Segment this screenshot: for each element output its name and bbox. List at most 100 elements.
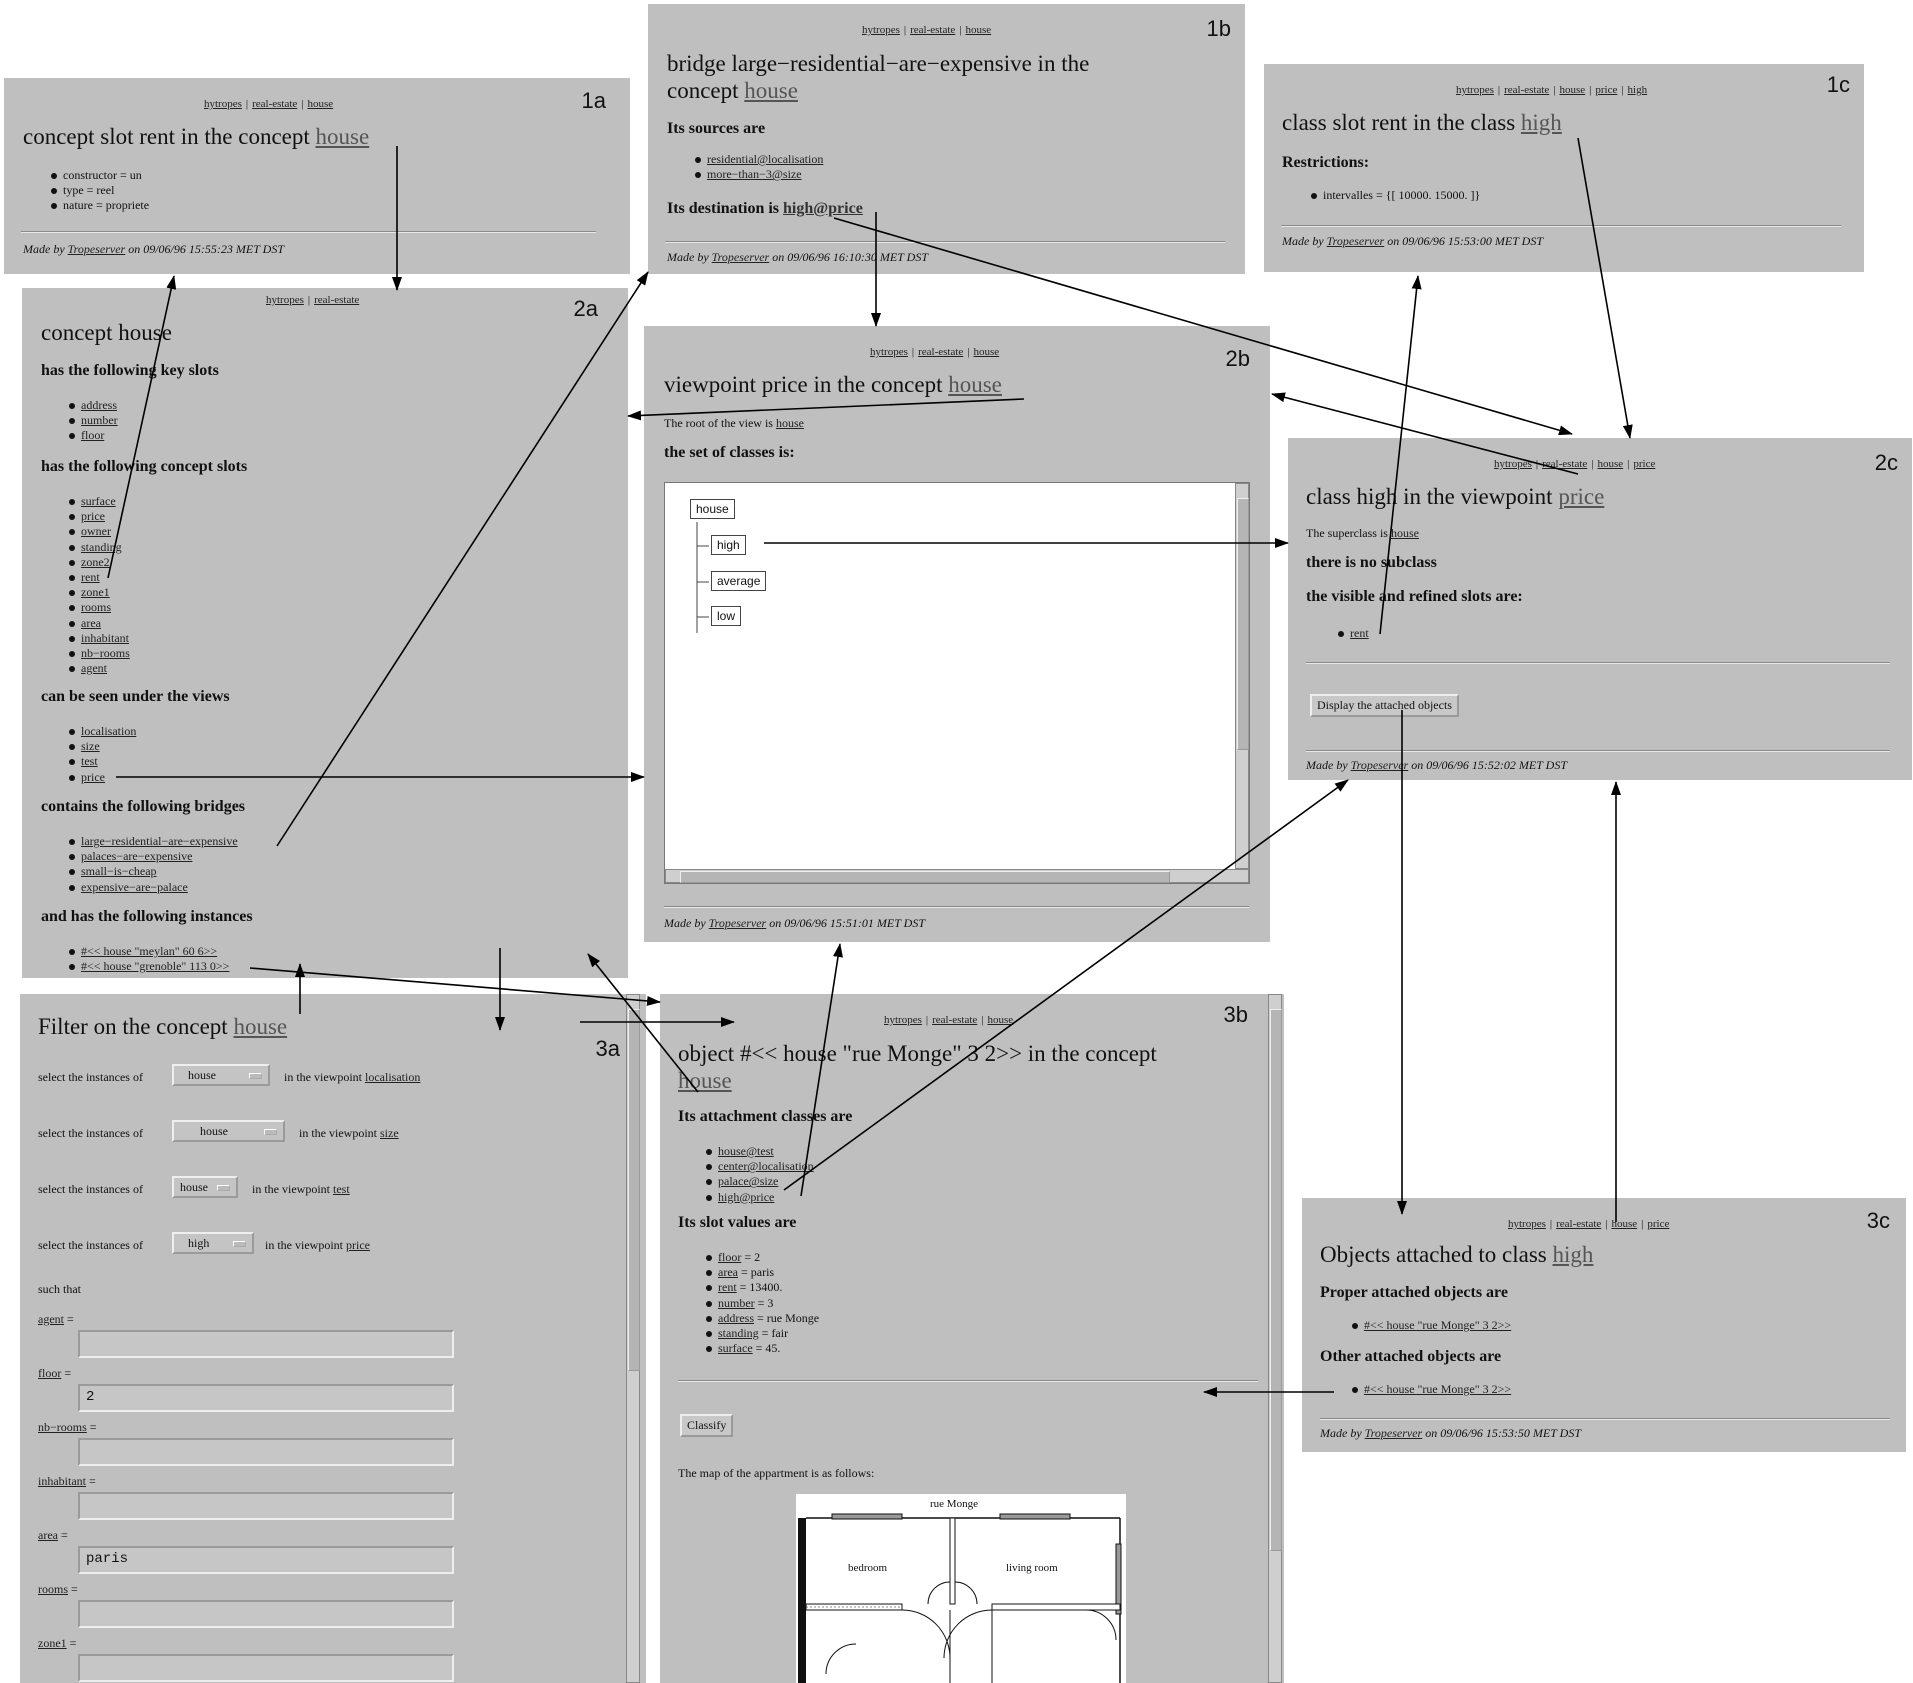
object-link[interactable]: #<< house "rue Monge" 3 2>> (1364, 1382, 1512, 1396)
viewpoint-link[interactable]: localisation (365, 1070, 421, 1084)
instance-select[interactable]: house (172, 1176, 238, 1198)
crumb-link[interactable]: hytropes (266, 294, 304, 306)
crumb-link[interactable]: house (987, 1014, 1014, 1026)
crumb-link[interactable]: real-estate (918, 346, 964, 358)
crumb-link[interactable]: real-estate (252, 98, 298, 110)
field-link[interactable]: zone1 (38, 1636, 67, 1650)
slot-link[interactable]: number (81, 413, 118, 428)
slot-link[interactable]: agent (81, 661, 107, 676)
classify-button[interactable]: Classify (680, 1414, 734, 1437)
slot-link[interactable]: floor (81, 428, 105, 443)
attachment-link[interactable]: center@localisation (718, 1159, 814, 1174)
crumb-link[interactable]: real-estate (1504, 84, 1550, 96)
instance-link[interactable]: #<< house "meylan" 60 6>> (81, 944, 218, 958)
view-link[interactable]: test (81, 754, 98, 769)
crumb-link[interactable]: hytropes (1494, 458, 1532, 470)
crumb-link[interactable]: hytropes (1456, 84, 1494, 96)
bridge-link[interactable]: expensive−are−palace (81, 879, 188, 894)
instance-select[interactable]: house (172, 1120, 285, 1142)
slot-link[interactable]: address (718, 1310, 754, 1325)
view-link[interactable]: size (81, 739, 100, 754)
source-link[interactable]: residential@localisation (707, 152, 824, 166)
bridge-link[interactable]: large−residential−are−expensive (81, 834, 238, 848)
title-link[interactable]: house (744, 78, 798, 103)
slot-link[interactable]: rent (81, 570, 100, 585)
slot-link[interactable]: address (81, 398, 117, 412)
field-link[interactable]: inhabitant (38, 1474, 86, 1488)
object-link[interactable]: #<< house "rue Monge" 3 2>> (1364, 1318, 1512, 1332)
zone1-field[interactable] (78, 1654, 454, 1682)
view-link[interactable]: price (81, 769, 105, 784)
instance-link[interactable]: #<< house "grenoble" 113 0>> (81, 959, 230, 974)
crumb-link[interactable]: hytropes (870, 346, 908, 358)
root-link[interactable]: house (775, 416, 804, 430)
title-link[interactable]: house (233, 1014, 288, 1039)
slot-link[interactable]: standing (718, 1326, 759, 1341)
footer-link[interactable]: Tropeserver (711, 250, 770, 264)
crumb-link[interactable]: price (1633, 458, 1656, 470)
nb-rooms-field[interactable] (78, 1438, 454, 1466)
tree-node[interactable]: high (711, 535, 746, 555)
title-link[interactable]: price (1558, 484, 1605, 509)
slot-link[interactable]: inhabitant (81, 630, 129, 645)
slot-link[interactable]: number (718, 1295, 755, 1310)
title-link[interactable]: house (948, 372, 1002, 397)
attachment-link[interactable]: palace@size (718, 1174, 779, 1189)
field-link[interactable]: agent (38, 1312, 64, 1326)
viewpoint-link[interactable]: price (346, 1238, 370, 1252)
title-link[interactable]: high (1520, 110, 1562, 135)
vertical-scrollbar[interactable] (1268, 994, 1282, 1683)
slot-link[interactable]: standing (81, 539, 122, 554)
scroll-thumb[interactable] (628, 1009, 640, 1371)
attachment-link[interactable]: house@test (718, 1144, 774, 1158)
footer-link[interactable]: Tropeserver (1364, 1426, 1423, 1440)
area-field[interactable]: paris (78, 1546, 454, 1574)
field-link[interactable]: rooms (38, 1582, 68, 1596)
crumb-link[interactable]: house (1611, 1218, 1638, 1230)
instance-select[interactable]: house (172, 1064, 270, 1086)
title-link[interactable]: house (315, 124, 370, 149)
crumb-link[interactable]: hytropes (204, 98, 242, 110)
title-link[interactable]: high (1552, 1242, 1594, 1267)
source-link[interactable]: more−than−3@size (707, 167, 802, 182)
viewpoint-link[interactable]: size (380, 1126, 399, 1140)
display-attached-objects-button[interactable]: Display the attached objects (1310, 694, 1459, 717)
crumb-link[interactable]: real-estate (314, 294, 360, 306)
crumb-link[interactable]: hytropes (1508, 1218, 1546, 1230)
instance-select[interactable]: high (172, 1232, 254, 1254)
footer-link[interactable]: Tropeserver (67, 242, 126, 256)
crumb-link[interactable]: real-estate (1542, 458, 1588, 470)
attachment-link[interactable]: high@price (718, 1189, 775, 1204)
destination-link[interactable]: high@price (783, 200, 863, 217)
tree-node[interactable]: low (711, 606, 742, 626)
slot-link[interactable]: price (81, 509, 105, 524)
crumb-link[interactable]: real-estate (932, 1014, 978, 1026)
slot-link[interactable]: zone2 (81, 554, 110, 569)
crumb-link[interactable]: real-estate (910, 24, 956, 36)
crumb-link[interactable]: high (1627, 84, 1648, 96)
crumb-link[interactable]: real-estate (1556, 1218, 1602, 1230)
slot-link[interactable]: rooms (81, 600, 111, 615)
field-link[interactable]: floor (38, 1366, 62, 1380)
inhabitant-field[interactable] (78, 1492, 454, 1520)
floor-field[interactable]: 2 (78, 1384, 454, 1412)
scroll-thumb[interactable] (1270, 1009, 1282, 1551)
crumb-link[interactable]: house (1597, 458, 1624, 470)
slot-link[interactable]: rent (1350, 626, 1369, 640)
view-link[interactable]: localisation (81, 724, 137, 738)
agent-field[interactable] (78, 1330, 454, 1358)
vertical-scrollbar[interactable] (626, 994, 640, 1683)
rooms-field[interactable] (78, 1600, 454, 1628)
scroll-thumb[interactable] (680, 871, 1170, 883)
footer-link[interactable]: Tropeserver (1326, 234, 1385, 248)
slot-link[interactable]: area (81, 615, 101, 630)
tree-node-root[interactable]: house (690, 499, 735, 519)
vertical-scrollbar[interactable] (1235, 483, 1249, 869)
viewpoint-link[interactable]: test (333, 1182, 350, 1196)
slot-link[interactable]: surface (718, 1341, 753, 1356)
crumb-link[interactable]: house (973, 346, 1000, 358)
crumb-link[interactable]: house (965, 24, 992, 36)
footer-link[interactable]: Tropeserver (708, 916, 767, 930)
slot-link[interactable]: rent (718, 1280, 737, 1295)
field-link[interactable]: area (38, 1528, 58, 1542)
